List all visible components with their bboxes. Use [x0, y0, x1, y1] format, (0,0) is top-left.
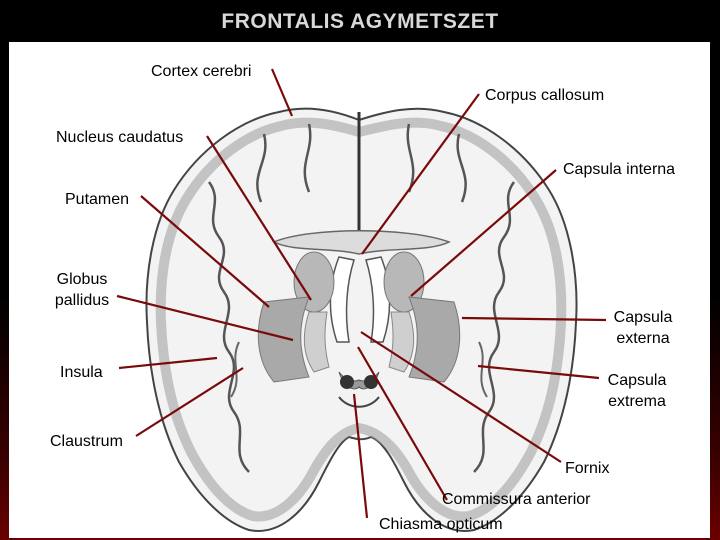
label-capsula-extrema: Capsula extrema	[601, 370, 673, 412]
label-insula: Insula	[60, 362, 103, 383]
label-capsula-externa: Capsula externa	[607, 307, 679, 349]
label-fornix: Fornix	[565, 458, 609, 479]
pointer-cortex-cerebri	[272, 69, 292, 116]
label-putamen: Putamen	[65, 189, 129, 210]
label-capsula-extrema-line2: extrema	[601, 391, 673, 412]
label-claustrum: Claustrum	[50, 431, 123, 452]
label-capsula-extrema-line1: Capsula	[601, 370, 673, 391]
label-capsula-externa-line2: externa	[607, 328, 679, 349]
label-cortex-cerebri: Cortex cerebri	[151, 61, 251, 82]
label-nucleus-caudatus: Nucleus caudatus	[56, 127, 183, 148]
label-globus-pallidus-line1: Globus	[47, 269, 117, 290]
label-corpus-callosum: Corpus callosum	[485, 85, 604, 106]
brain-section-figure: Cortex cerebri Corpus callosum Nucleus c…	[9, 42, 710, 538]
label-chiasma-opticum: Chiasma opticum	[379, 514, 503, 535]
label-globus-pallidus: Globus pallidus	[47, 269, 117, 311]
label-globus-pallidus-line2: pallidus	[47, 290, 117, 311]
slide-title: FRONTALIS AGYMETSZET	[0, 10, 720, 34]
label-capsula-interna: Capsula interna	[563, 159, 675, 180]
label-capsula-externa-line1: Capsula	[607, 307, 679, 328]
label-commissura-anterior: Commissura anterior	[442, 489, 590, 510]
